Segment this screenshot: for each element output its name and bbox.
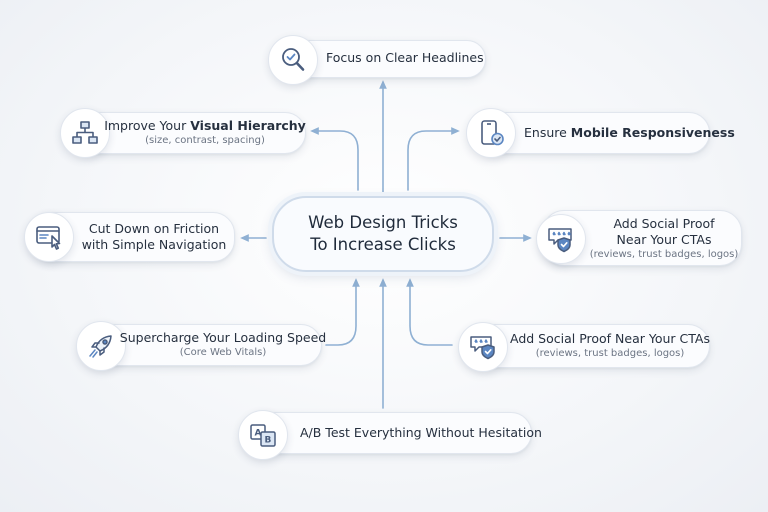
node-mobile-icon-wrap [466,108,516,158]
node-speed-label: Supercharge Your Loading Speed [119,330,327,345]
connector-social-proof-2 [406,278,453,346]
node-headlines-icon-wrap [268,35,318,85]
node-social-proof-1-icon-wrap [536,214,586,264]
node-speed-icon-wrap [76,321,126,371]
node-ab-test-label: A/B Test Everything Without Hesitation [300,425,542,440]
node-social-proof-2-label: Add Social Proof Near Your CTAs [510,331,710,346]
svg-text:B: B [265,436,272,446]
node-ab-test [244,412,532,454]
node-friction-label-line1: Cut Down on Friction [88,221,220,236]
review-shield-icon [470,336,495,360]
node-social-proof-1-label-line2: Near Your CTAs [616,232,712,247]
connector-speed [325,278,360,346]
magnifier-check-icon [282,48,305,71]
rocket-icon [89,335,112,358]
ab-test-icon: A B [250,424,276,447]
node-hierarchy-icon-wrap [60,108,110,158]
node-hierarchy-label: Improve Your Visual Hierarchy [104,118,306,133]
node-hierarchy-sub: (size, contrast, spacing) [145,135,265,146]
center-title-line2: To Increase Clicks [310,235,456,254]
node-social-proof-2-sub: (reviews, trust badges, logos) [535,348,685,359]
node-headlines-label: Focus on Clear Headlines [326,50,484,65]
node-social-proof-1-label-line1: Add Social Proof [613,216,715,231]
center-title-line1: Web Design Tricks [308,213,458,232]
connector-hierarchy [310,127,359,191]
node-speed-sub: (Core Web Vitals) [179,347,267,358]
node-mobile [476,112,710,154]
node-friction-icon-wrap [24,212,74,262]
node-social-proof-2-icon-wrap [458,322,508,372]
hierarchy-chart-icon [72,121,98,144]
connector-mobile [407,127,460,191]
node-hierarchy [70,112,306,154]
node-friction-label-line2: with Simple Navigation [81,237,227,252]
center-title-node: Web Design Tricks To Increase Clicks [272,196,494,272]
svg-text:A: A [255,429,262,439]
node-social-proof-1-sub: (reviews, trust badges, logos) [589,249,739,260]
mobile-check-icon [481,120,504,146]
browser-cursor-icon [36,226,61,250]
review-shield-icon [548,228,572,253]
node-ab-test-icon-wrap: A B [238,410,288,460]
node-mobile-label: Ensure Mobile Responsiveness [524,125,735,140]
